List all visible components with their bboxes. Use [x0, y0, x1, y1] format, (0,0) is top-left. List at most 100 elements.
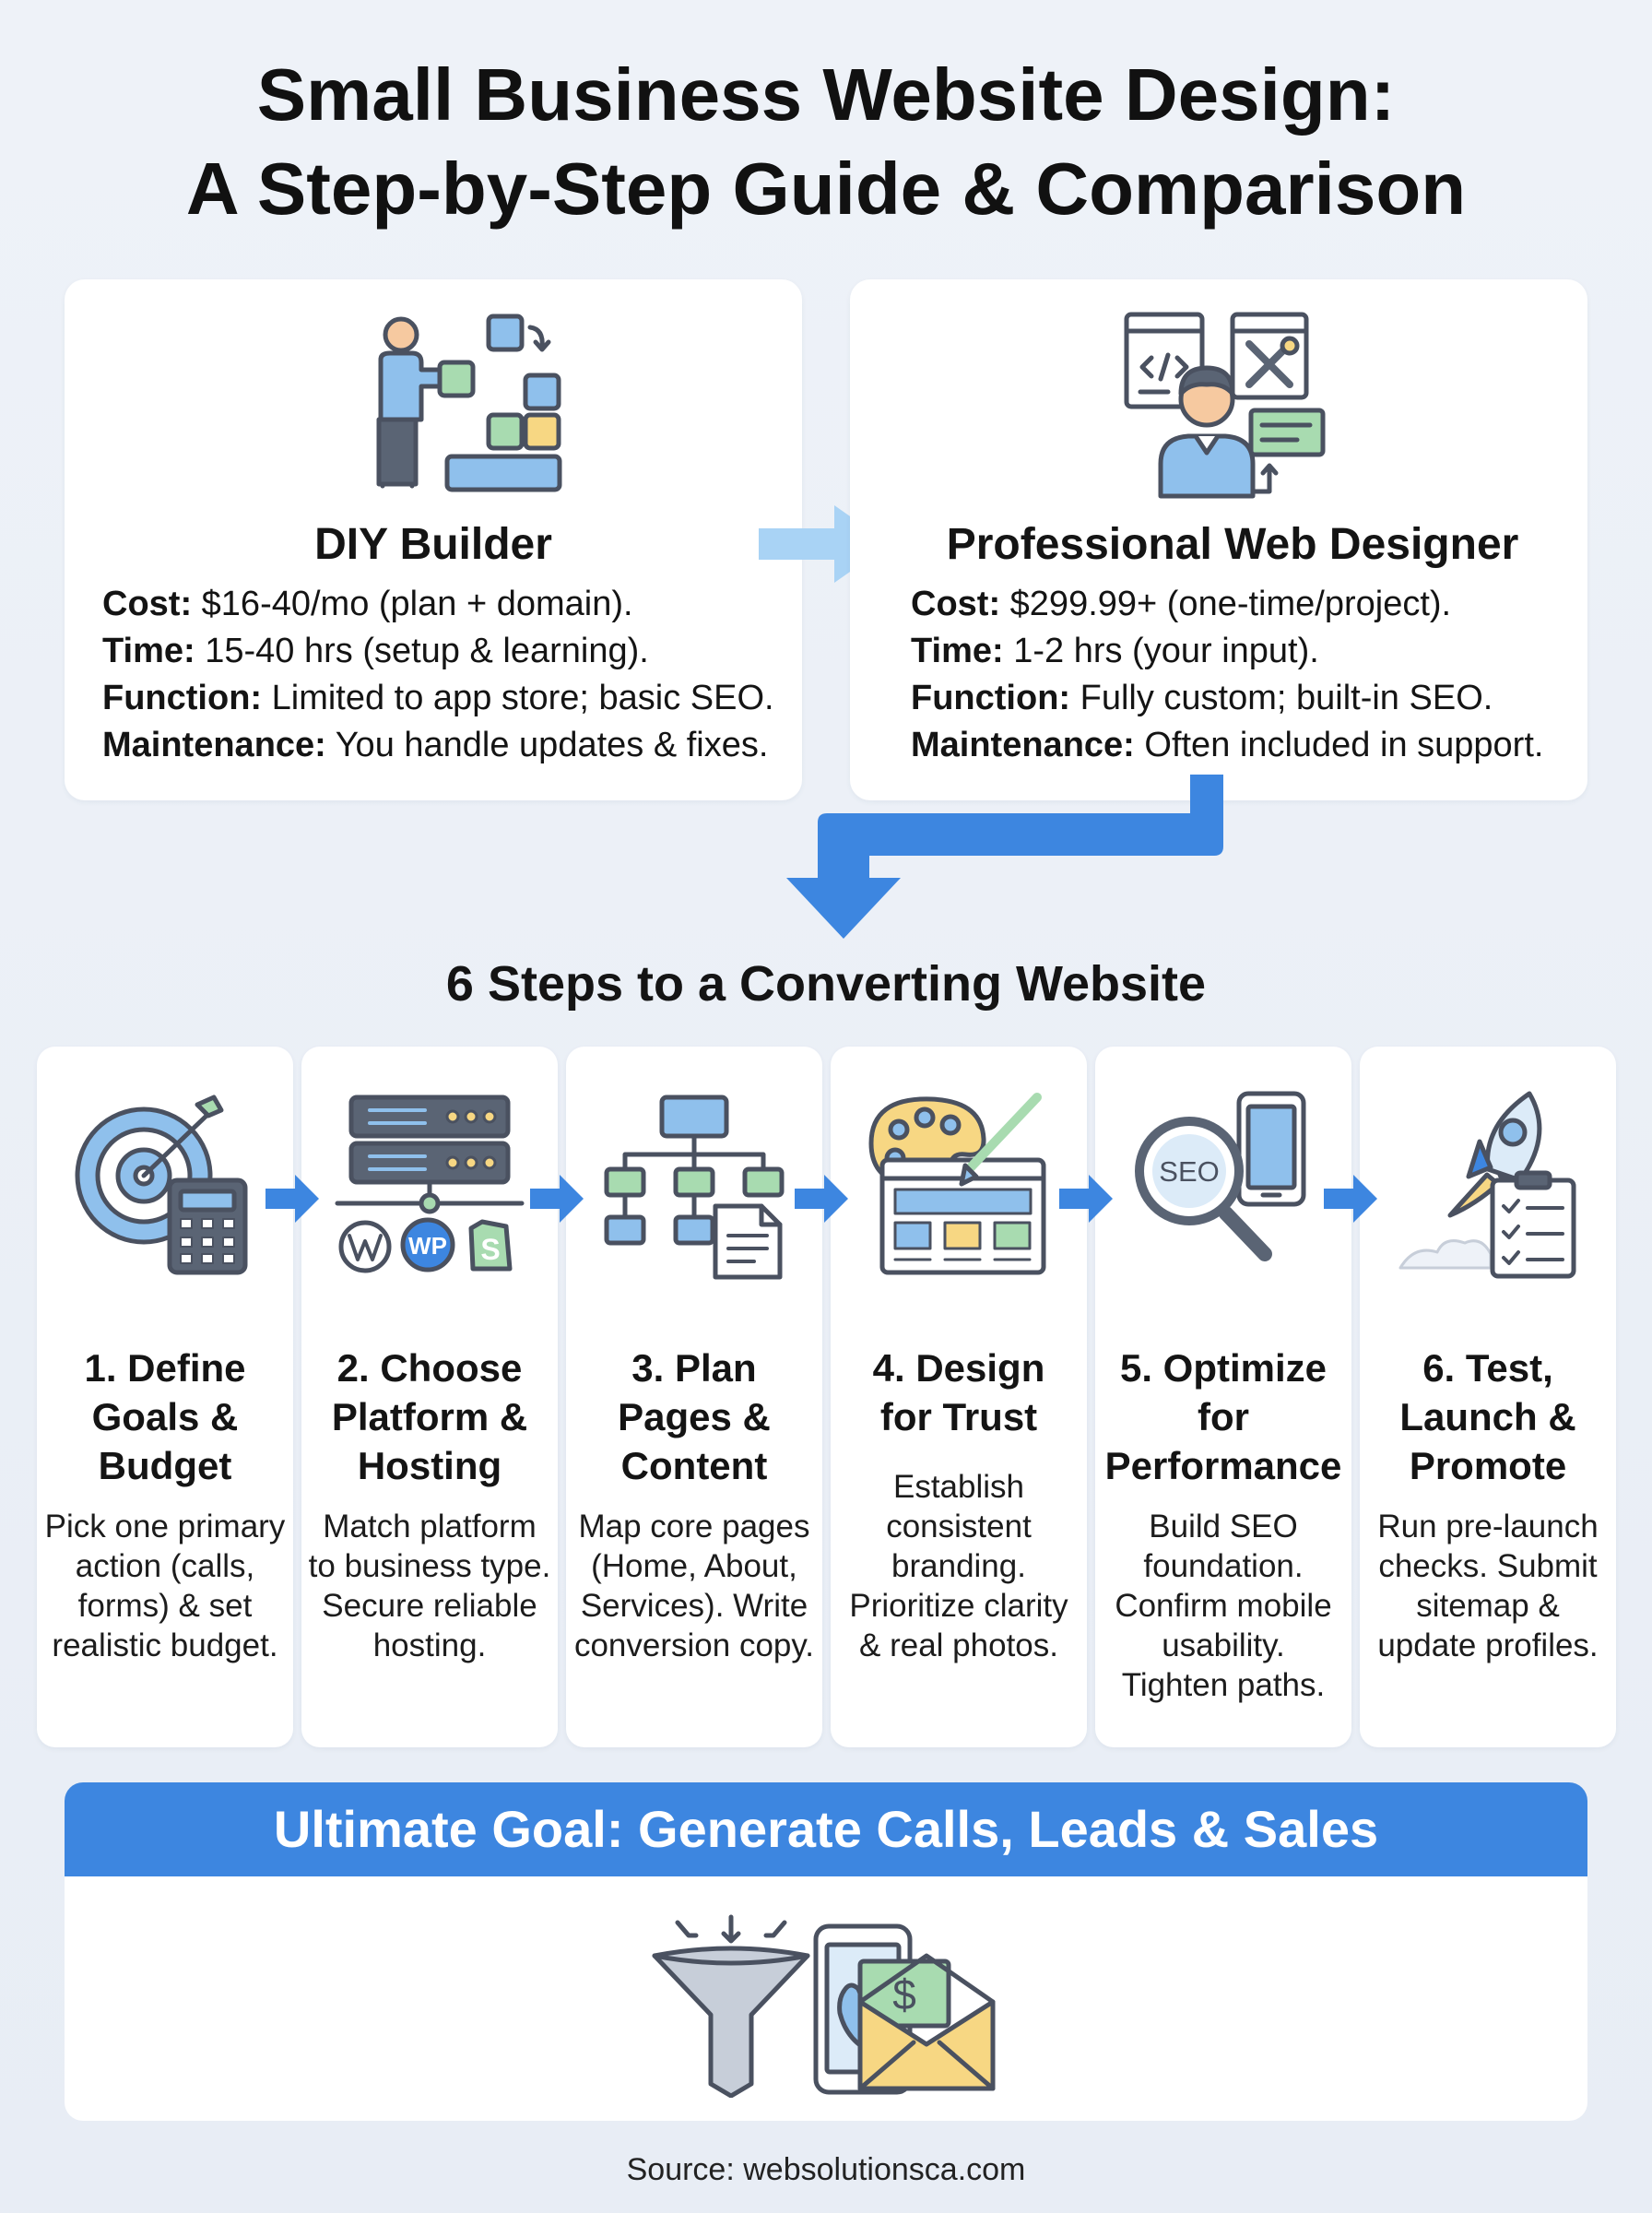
step-1-desc-line: forms) & set [77, 1588, 253, 1624]
step-3-title: 3. Plan Pages & Content [566, 1343, 822, 1490]
diy-function-label: Function: [102, 679, 263, 717]
step-4-desc-line: & real photos. [859, 1627, 1058, 1663]
step-1-description: Pick one primary action (calls, forms) &… [37, 1507, 293, 1665]
shopify-badge-text: S [480, 1233, 500, 1266]
step-4-desc-line: branding. [891, 1548, 1026, 1584]
step-2-description: Match platform to business type. Secure … [301, 1507, 558, 1665]
step-4-title-line: for Trust [879, 1395, 1038, 1438]
wp-badge-text: WP [408, 1232, 447, 1260]
target-calculator-icon [75, 1095, 248, 1275]
pro-maintenance-label: Maintenance: [911, 726, 1135, 764]
diy-builder-icon [376, 314, 562, 492]
step-2-desc-line: Secure reliable [322, 1588, 537, 1624]
pro-time-value: 1-2 hrs (your input). [1003, 632, 1319, 670]
diy-cost-value: $16-40/mo (plan + domain). [192, 585, 633, 623]
step-arrow-icon [795, 1175, 848, 1223]
step-2-desc-line: Match platform [323, 1509, 537, 1544]
diy-time-label: Time: [102, 632, 195, 670]
step-4-description: Establish consistent branding. Prioritiz… [831, 1467, 1087, 1665]
step-6-desc-line: Run pre-launch [1377, 1509, 1599, 1544]
step-5-title-line: Performance [1104, 1444, 1342, 1487]
pro-cost-row: Cost: $299.99+ (one-time/project). [911, 581, 1543, 628]
diy-maintenance-value: You handle updates & fixes. [325, 726, 769, 764]
step-6-title: 6. Test, Launch & Promote [1360, 1343, 1616, 1490]
steps-heading: 6 Steps to a Converting Website [445, 956, 1207, 1012]
professional-designer-title: Professional Web Designer [946, 520, 1519, 569]
funnel-phone-envelope-icon: $ [652, 1914, 996, 2098]
step-arrow-icon [530, 1175, 584, 1223]
pro-time-row: Time: 1-2 hrs (your input). [911, 628, 1543, 675]
dollar-sign-text: $ [892, 1970, 916, 2018]
step-arrow-icon [1324, 1175, 1377, 1223]
step-3-title-line: Pages & [618, 1395, 771, 1438]
step-4-desc-line: consistent [886, 1509, 1032, 1544]
step-4-title-line: 4. Design [872, 1346, 1045, 1390]
step-3-description: Map core pages (Home, About, Services). … [566, 1507, 822, 1665]
step-2-desc-line: to business type. [308, 1548, 551, 1584]
source-credit: Source: websolutionsca.com [626, 2152, 1026, 2187]
diy-maintenance-label: Maintenance: [102, 726, 326, 764]
pro-maintenance-value: Often included in support. [1134, 726, 1544, 764]
step-5-desc-line: Build SEO [1149, 1509, 1298, 1544]
pro-function-value: Fully custom; built-in SEO. [1070, 679, 1493, 717]
step-4-title: 4. Design for Trust [831, 1343, 1087, 1441]
step-2-title-line: 2. Choose [336, 1346, 523, 1390]
step-5-title: 5. Optimize for Performance [1095, 1343, 1351, 1490]
web-designer-icon [1124, 312, 1326, 499]
step-card-3: 3. Plan Pages & Content Map core pages (… [566, 1047, 822, 1747]
step-5-description: Build SEO foundation. Confirm mobile usa… [1095, 1507, 1351, 1705]
step-1-desc-line: realistic budget. [52, 1627, 278, 1663]
diy-function-row: Function: Limited to app store; basic SE… [102, 675, 774, 722]
professional-designer-card: Professional Web Designer Cost: $299.99+… [850, 279, 1587, 800]
step-2-title-line: Platform & [331, 1395, 528, 1438]
step-1-title-line: Budget [98, 1444, 232, 1487]
server-hosting-icon: WP S [335, 1095, 525, 1273]
step-card-2: WP S 2. Choose Platform & Hosting Match … [301, 1047, 558, 1747]
diy-cost-label: Cost: [102, 585, 193, 623]
step-5-desc-line: foundation. [1143, 1548, 1304, 1584]
step-3-desc-line: (Home, About, [591, 1548, 797, 1584]
step-2-title-line: Hosting [357, 1444, 502, 1487]
diy-builder-details: Cost: $16-40/mo (plan + domain). Time: 1… [102, 581, 774, 769]
step-6-title-line: Launch & [1399, 1395, 1576, 1438]
diy-cost-row: Cost: $16-40/mo (plan + domain). [102, 581, 774, 628]
step-card-1: 1. Define Goals & Budget Pick one primar… [37, 1047, 293, 1747]
step-5-desc-line: usability. [1162, 1627, 1285, 1663]
page-title: Small Business Website Design: A Step-by… [0, 48, 1652, 236]
page-title-line-2: A Step-by-Step Guide & Comparison [185, 148, 1467, 230]
diy-maintenance-row: Maintenance: You handle updates & fixes. [102, 722, 774, 769]
step-3-title-line: 3. Plan [631, 1346, 757, 1390]
step-6-title-line: 6. Test, [1422, 1346, 1553, 1390]
step-6-desc-line: update profiles. [1377, 1627, 1599, 1663]
step-6-desc-line: checks. Submit [1378, 1548, 1598, 1584]
step-3-title-line: Content [620, 1444, 768, 1487]
step-1-desc-line: action (calls, [75, 1548, 255, 1584]
pro-maintenance-row: Maintenance: Often included in support. [911, 722, 1543, 769]
sitemap-document-icon [604, 1095, 785, 1280]
step-1-title-line: 1. Define [84, 1346, 246, 1390]
diy-time-row: Time: 15-40 hrs (setup & learning). [102, 628, 774, 675]
step-1-title: 1. Define Goals & Budget [37, 1343, 293, 1490]
step-card-4: 4. Design for Trust Establish consistent… [831, 1047, 1087, 1747]
flow-down-arrow-icon [786, 775, 1223, 939]
step-arrow-icon [266, 1175, 319, 1223]
ultimate-goal-banner: Ultimate Goal: Generate Calls, Leads & S… [65, 1782, 1587, 1876]
step-1-title-line: Goals & [91, 1395, 239, 1438]
ultimate-goal-panel: $ [65, 1876, 1587, 2121]
step-2-title: 2. Choose Platform & Hosting [301, 1343, 558, 1490]
step-card-5: SEO 5. Optimize for Performance Build SE… [1095, 1047, 1351, 1747]
step-5-desc-line: Confirm mobile [1115, 1588, 1332, 1624]
pro-cost-value: $299.99+ (one-time/project). [1000, 585, 1452, 623]
step-2-desc-line: hosting. [372, 1627, 487, 1663]
pro-function-label: Function: [911, 679, 1071, 717]
page-title-line-1: Small Business Website Design: [256, 53, 1396, 136]
pro-time-label: Time: [911, 632, 1004, 670]
diy-function-value: Limited to app store; basic SEO. [262, 679, 774, 717]
pro-cost-label: Cost: [911, 585, 1001, 623]
step-3-desc-line: Services). Write [580, 1588, 808, 1624]
step-5-desc-line: Tighten paths. [1121, 1667, 1326, 1703]
step-3-desc-line: conversion copy. [573, 1627, 815, 1663]
palette-design-icon [868, 1093, 1046, 1275]
step-6-description: Run pre-launch checks. Submit sitemap & … [1360, 1507, 1616, 1665]
step-6-title-line: Promote [1409, 1444, 1567, 1487]
